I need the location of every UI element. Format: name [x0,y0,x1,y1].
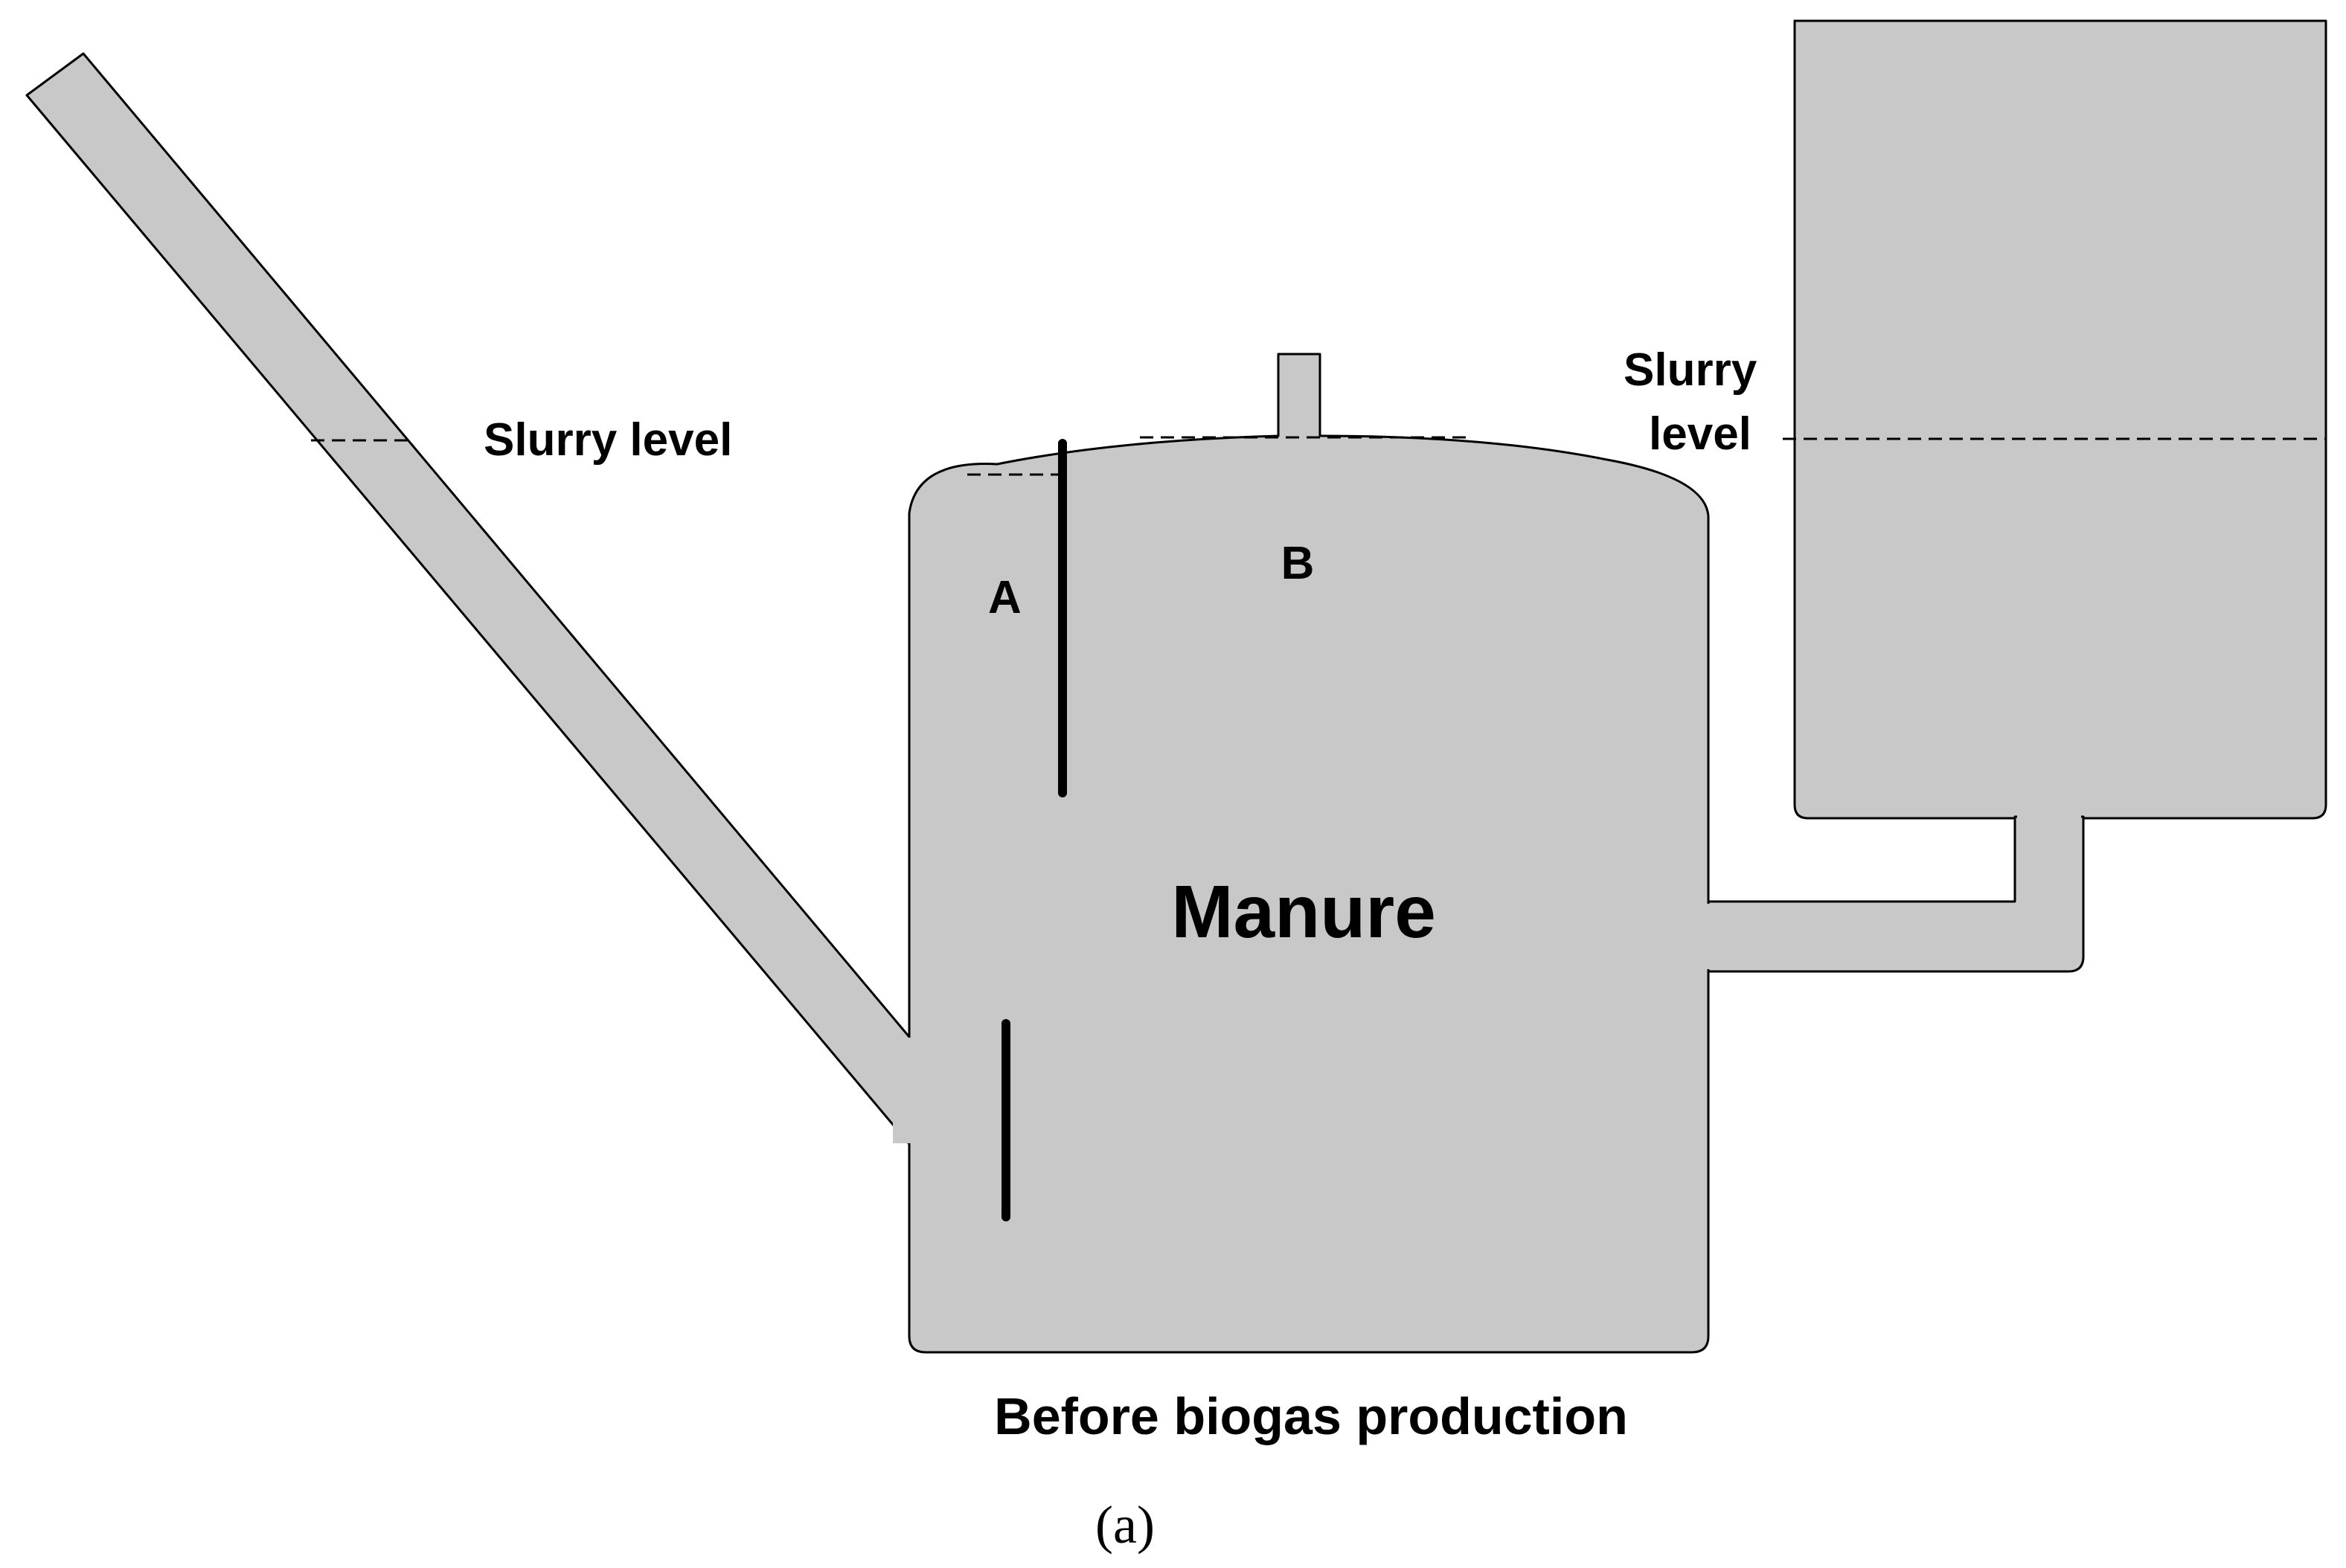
panel-label: (a) [1095,1495,1155,1555]
inlet-pipe-seam [893,1038,918,1143]
chamber-b-label: B [1281,538,1315,589]
gas-outlet-seam [1281,425,1318,446]
outlet-pipe-seam [1696,904,1726,969]
manure-label: Manure [1171,870,1436,954]
chamber-a-label: A [988,572,1022,623]
outlet-tank-seam [2017,808,2081,829]
digester-body [908,353,1710,1354]
slurry-level-outlet-label-line2: level [1649,408,1752,460]
slurry-level-inlet-label: Slurry level [484,414,732,466]
slurry-level-outlet-label-line1: Slurry [1624,344,1757,396]
outlet-pipe [1680,815,2085,973]
caption-text: Before biogas production [994,1387,1628,1445]
inlet-pipe [25,52,911,1146]
outlet-tank [1793,19,2327,820]
